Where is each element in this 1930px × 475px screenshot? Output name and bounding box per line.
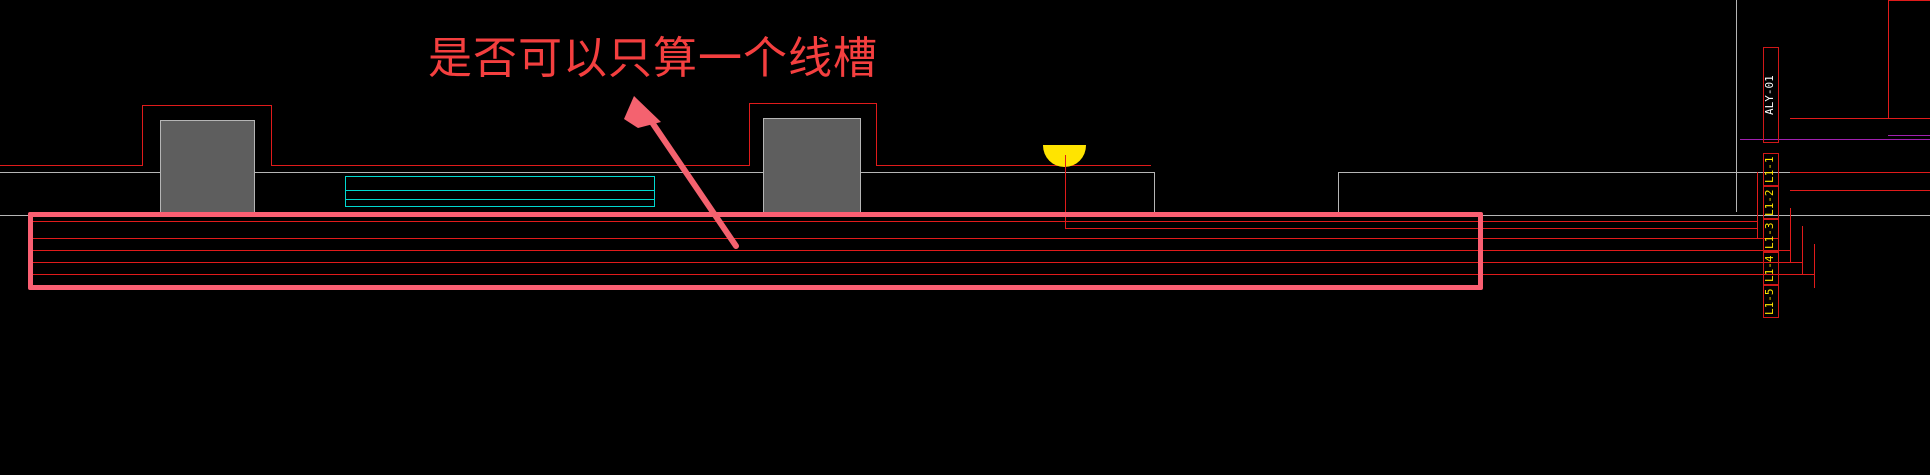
wall-jamb-right xyxy=(1154,172,1155,216)
red-soffit-line-right xyxy=(749,103,877,104)
gray-grid-line-right xyxy=(1736,0,1737,212)
feeder-l1-1 xyxy=(1757,172,1758,221)
conduit-riser-1 xyxy=(1757,221,1758,238)
red-soffit-drop-right-b xyxy=(876,103,877,166)
callout-arrow xyxy=(624,96,739,249)
annotation-text: 是否可以只算一个线槽 xyxy=(428,33,878,84)
cable-tray-divider-1 xyxy=(346,190,655,191)
wall-line-upper-right xyxy=(1338,172,1930,173)
cable-tray-divider-2 xyxy=(346,199,655,200)
conduit-loop-1 xyxy=(30,221,1757,222)
feeder-branch-l1-2 xyxy=(1790,190,1930,191)
red-soffit-drop-right-a xyxy=(749,103,750,166)
wall-jamb-left xyxy=(1338,172,1339,216)
feeder-branch-l1-1 xyxy=(1790,172,1930,173)
upper-right-red-riser xyxy=(1888,0,1889,118)
red-beam-line-left xyxy=(0,165,143,166)
magenta-service-line xyxy=(1810,139,1930,140)
upper-right-purple-run xyxy=(1888,135,1930,136)
wall-light-fixture[interactable] xyxy=(1043,145,1086,167)
highlighted-conduit-run[interactable] xyxy=(28,212,1483,290)
upper-right-top-edge xyxy=(1888,0,1930,1)
magenta-service-line-2 xyxy=(1740,139,1810,140)
conduit-loop-4 xyxy=(30,262,1802,263)
column-left[interactable] xyxy=(160,120,255,215)
conduit-loop-3 xyxy=(30,250,1790,251)
feeder-l1-5 xyxy=(1814,244,1815,274)
conduit-riser-4 xyxy=(1802,262,1803,274)
column-right[interactable] xyxy=(763,118,861,215)
branch-drop-fixture xyxy=(1065,155,1066,229)
conduit-loop-2 xyxy=(30,238,1778,239)
red-soffit-drop-left-a xyxy=(142,105,143,165)
wall-line-upper xyxy=(0,172,1154,173)
red-soffit-line-left xyxy=(142,105,272,106)
conduit-loop-5 xyxy=(30,274,1814,275)
red-beam-line-right xyxy=(876,165,1151,166)
feeder-l1-4 xyxy=(1802,226,1803,262)
conduit-riser-2 xyxy=(1778,238,1779,250)
cable-tray-cyan[interactable] xyxy=(345,176,655,207)
feeder-l1-2 xyxy=(1778,190,1779,238)
red-beam-line-mid xyxy=(271,165,749,166)
conduit-riser-3 xyxy=(1790,250,1791,262)
conduit-riser-5 xyxy=(1814,274,1815,288)
feeder-l1-3 xyxy=(1790,208,1791,250)
branch-run-fixture xyxy=(1065,228,1757,229)
red-soffit-drop-left-b xyxy=(271,105,272,165)
upper-right-red-box xyxy=(1790,118,1930,119)
